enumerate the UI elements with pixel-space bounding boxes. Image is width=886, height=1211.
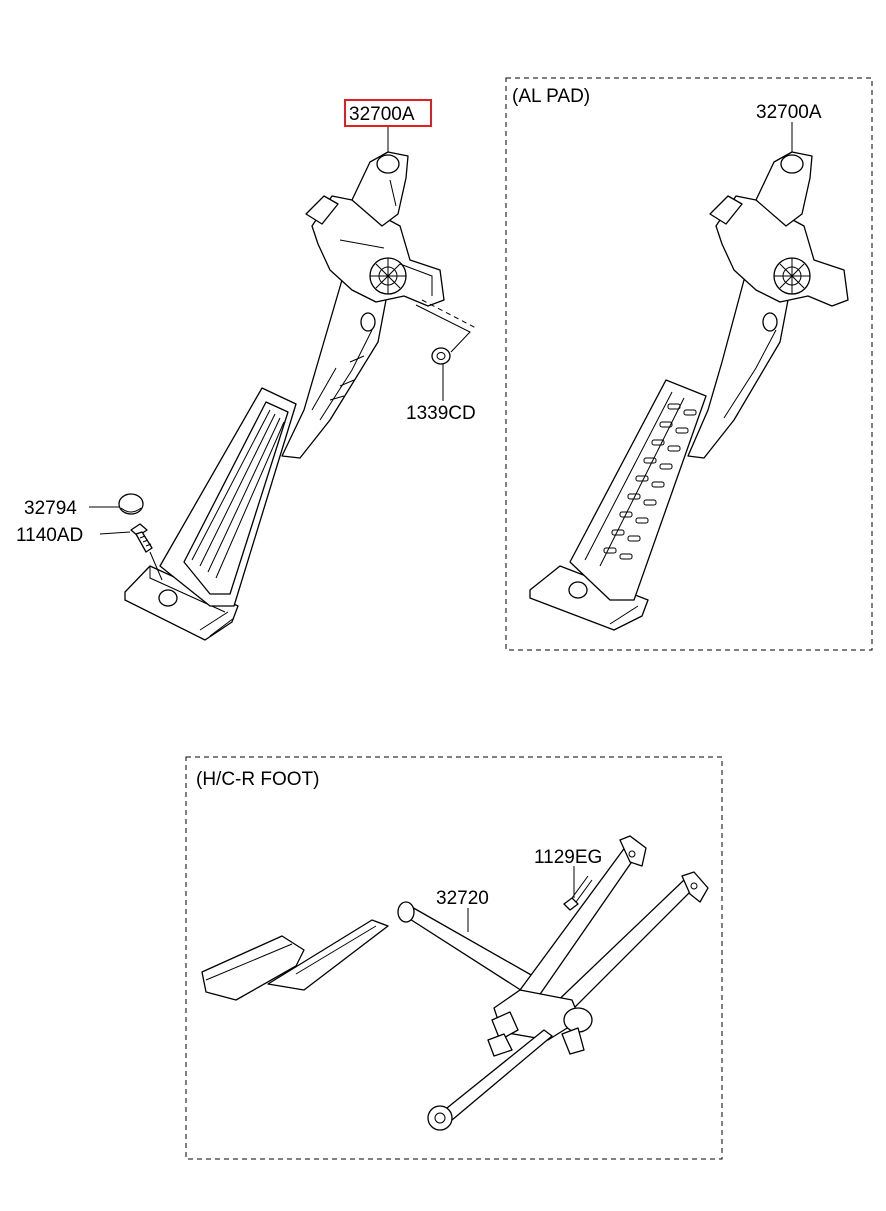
- label-1140ad[interactable]: 1140AD: [16, 525, 83, 546]
- label-32700a[interactable]: 32700A: [349, 104, 415, 125]
- label-32720[interactable]: 32720: [436, 888, 489, 909]
- nut-part[interactable]: [431, 347, 451, 365]
- foot-rest-assembly[interactable]: [201, 835, 709, 1131]
- hcr-foot-title: (H/C-R FOOT): [196, 769, 319, 790]
- al-pad-title: (AL PAD): [512, 86, 590, 107]
- stopper-part[interactable]: [118, 493, 144, 515]
- label-1129eg[interactable]: 1129EG: [534, 847, 602, 868]
- label-32794[interactable]: 32794: [24, 498, 77, 519]
- al-pad-label-32700a[interactable]: 32700A: [756, 102, 822, 123]
- hcr-foot-frame: [185, 756, 723, 1160]
- al-pad-grip-slots: [603, 403, 697, 560]
- main-pedal-assembly[interactable]: [124, 151, 445, 641]
- label-1339cd[interactable]: 1339CD: [406, 403, 476, 424]
- screw-part[interactable]: [563, 875, 593, 911]
- al-pad-frame: [505, 77, 873, 651]
- bolt-part[interactable]: [130, 523, 153, 553]
- al-pad-pedal-assembly[interactable]: [529, 151, 849, 631]
- highlight-box: [344, 99, 432, 127]
